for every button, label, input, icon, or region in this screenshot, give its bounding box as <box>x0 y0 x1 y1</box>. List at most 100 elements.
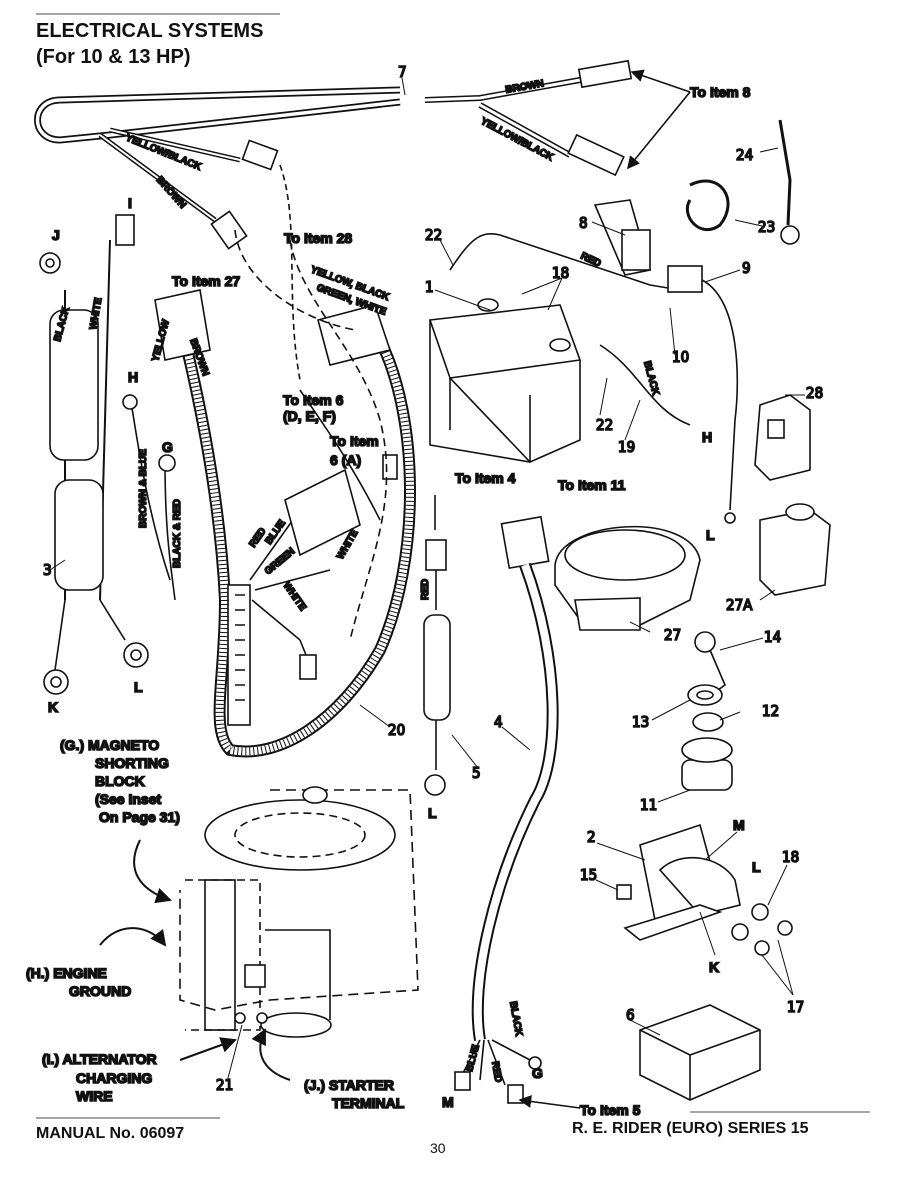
manual-number: MANUAL No. 06097 <box>36 1125 185 1142</box>
wire-label-white-harness: WHITE <box>281 580 309 613</box>
section-g-line5: On Page 31) <box>99 809 180 825</box>
part-number-17: 17 <box>787 998 804 1016</box>
part-number-7: 7 <box>398 63 407 81</box>
part-number-10: 10 <box>672 348 689 366</box>
battery-1 <box>428 298 582 463</box>
letter-m-cable: M <box>442 1094 454 1110</box>
part-number-21: 20 <box>388 721 405 739</box>
section-i-line3: WIRE <box>76 1088 113 1104</box>
wire-label-red-cable: RED <box>489 1061 504 1084</box>
nut-13 <box>687 684 723 706</box>
letter-l-fuse: L <box>428 805 437 821</box>
section-g-line2: SHORTING <box>95 755 169 771</box>
section-g-line1: (G.) MAGNETO <box>60 737 159 753</box>
letter-m-bracket: M <box>733 817 745 833</box>
letter-h-left: H <box>128 369 138 385</box>
part-number-24-bottom: 22 <box>596 416 613 434</box>
part-number-27: 27 <box>664 626 681 644</box>
bracket-8 <box>593 199 652 276</box>
section-h-line2: GROUND <box>69 983 131 999</box>
part-number-14: 14 <box>764 628 781 646</box>
to-item-27-label: To Item 27 <box>172 273 240 289</box>
section-g-line3: BLOCK <box>95 773 145 789</box>
harness-21 <box>174 318 416 758</box>
part-number-8: 8 <box>579 214 588 232</box>
letter-i: I <box>128 195 132 211</box>
section-i-line1: (I.) ALTERNATOR <box>42 1051 157 1067</box>
part-number-20: 19 <box>618 438 635 456</box>
wire-label-red-battery: RED <box>579 251 603 270</box>
bracket-2 <box>616 823 741 941</box>
to-item-6-label-line1: To Item 6 <box>283 392 344 408</box>
part-number-26: 24 <box>736 146 753 164</box>
series-name: R. E. RIDER (EURO) SERIES 15 <box>572 1120 809 1137</box>
wire-label-black-red: BLACK & RED <box>172 499 183 568</box>
part-number-22: 21 <box>216 1076 233 1094</box>
part-number-5: 5 <box>472 764 481 782</box>
wire-label-blue-cable: BLUE <box>464 1043 482 1072</box>
wire-label-black-battery: BLACK <box>641 360 661 397</box>
fuse-5 <box>423 495 451 796</box>
letter-l-bracket: L <box>752 859 761 875</box>
letter-g-cable: G <box>532 1065 543 1081</box>
part-number-9: 9 <box>742 259 751 277</box>
page-subtitle: (For 10 & 13 HP) <box>36 46 191 68</box>
module-27 <box>554 525 701 631</box>
wire-label-black-cable: BLACK <box>507 1001 524 1038</box>
page-number: 30 <box>430 1140 446 1156</box>
part-number-4: 4 <box>494 713 503 731</box>
part-number-27a: 27A <box>726 596 753 614</box>
to-item-6a-label-line2: 6 (A) <box>330 452 361 468</box>
part-number-6: 6 <box>626 1006 635 1024</box>
letter-k-bracket: K <box>709 959 719 975</box>
section-j-line1: (J.) STARTER <box>304 1077 394 1093</box>
switch-28 <box>754 394 811 481</box>
wire-label-yellow-black-left: YELLOW/BLACK <box>124 133 204 174</box>
part-number-1: 1 <box>425 278 434 296</box>
ignition-switch-11 <box>681 737 733 791</box>
section-i-line2: CHARGING <box>76 1070 152 1086</box>
wire-label-brown-left: BROWN <box>154 175 188 211</box>
cable-3 <box>39 214 149 695</box>
part-number-24-top: 22 <box>425 226 442 244</box>
section-j-line2: TERMINAL <box>332 1095 405 1111</box>
part-number-2: 2 <box>587 828 596 846</box>
to-item-6-label-line2: (D, E, F) <box>283 408 336 424</box>
letter-l-left: L <box>134 679 143 695</box>
section-g-line4: (See Inset <box>95 791 161 807</box>
wire-label-white-i: WHITE <box>88 297 104 331</box>
letter-k-left: K <box>48 699 58 715</box>
to-item-11-label: To Item 11 <box>558 477 626 493</box>
part-number-18: 18 <box>782 848 799 866</box>
wire-label-brown-top: BROWN <box>505 78 545 96</box>
to-item-6a-label-line1: To Item <box>330 433 379 449</box>
letter-l-right: L <box>706 527 715 543</box>
switch-27a <box>759 503 831 596</box>
part-number-23: 23 <box>758 218 775 236</box>
wire-label-green-harness: GREEN <box>263 546 297 577</box>
part-number-3: 3 <box>43 561 52 579</box>
wire-label-brown-blue: BROWN & BLUE <box>138 449 149 528</box>
part-number-11: 11 <box>640 796 657 814</box>
letter-j: J <box>52 227 60 243</box>
wire-label-red-fuse: RED <box>420 579 431 600</box>
connector-6 <box>639 1004 761 1101</box>
part-number-15: 15 <box>580 866 597 884</box>
page-title: ELECTRICAL SYSTEMS <box>36 20 264 42</box>
to-item-4-label: To Item 4 <box>455 470 516 486</box>
part-number-12: 12 <box>762 702 779 720</box>
letter-h-right: H <box>702 429 712 445</box>
part-number-28: 28 <box>806 384 823 402</box>
key-14 <box>694 631 726 691</box>
part-number-13: 13 <box>632 713 649 731</box>
cable-4 <box>454 515 559 1104</box>
section-h-line1: (H.) ENGINE <box>26 965 107 981</box>
engine <box>179 786 419 1038</box>
to-item-5-label: To Item 5 <box>580 1102 641 1118</box>
to-item-8-label: To Item 8 <box>690 84 751 100</box>
to-item-28-label: To Item 28 <box>284 230 352 246</box>
letter-g-left: G <box>162 439 173 455</box>
harness-7 <box>34 59 633 381</box>
washer-12 <box>692 712 724 732</box>
